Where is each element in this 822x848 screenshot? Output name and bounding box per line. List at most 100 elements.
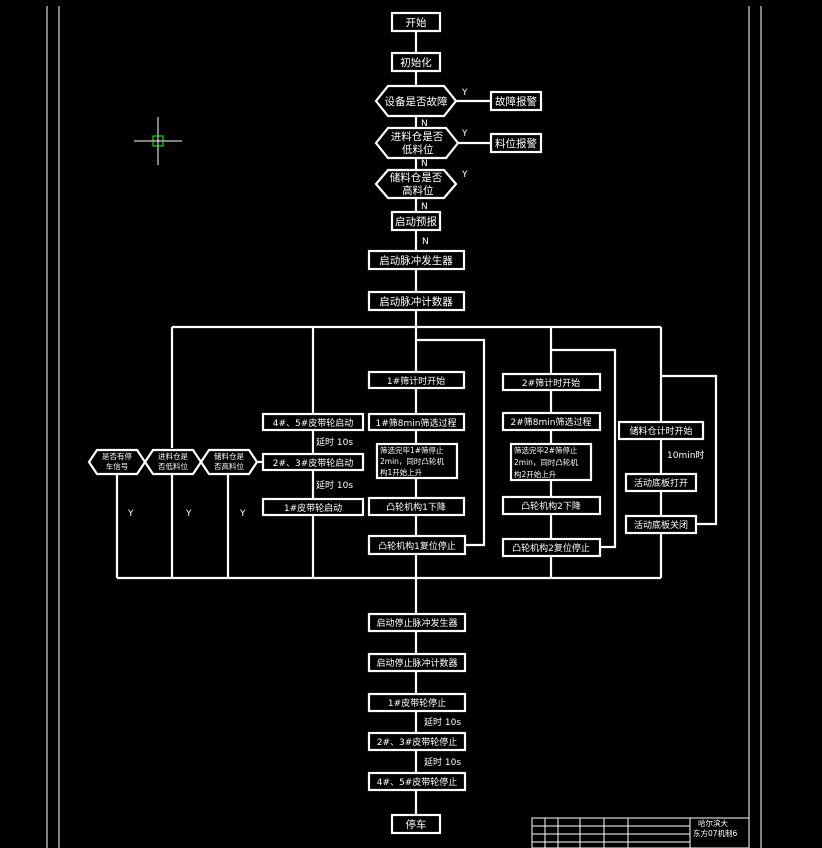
label-yes: Y [461, 88, 468, 98]
node-screen1-note: 筛选完毕1#筛停止 2min，同时凸轮机 构1开始上升 [375, 442, 459, 480]
decision-store-high-2: 储料仓是 否高料位 [199, 448, 259, 476]
node-belt1-stop: 1#皮带轮停止 [367, 692, 467, 713]
svg-text:料位报警: 料位报警 [495, 137, 537, 150]
label-delay: 延时 10s [424, 756, 461, 768]
label-delay: 延时 10s [316, 479, 353, 491]
title-block: 哈尔滨大 东方07机制6 [531, 817, 750, 848]
svg-text:构2开始上升: 构2开始上升 [514, 469, 557, 479]
edge-labels: Y N Y N Y N N 延时 10s 延时 10s 10min时 Y Y Y… [127, 88, 704, 768]
svg-text:故障报警: 故障报警 [495, 95, 537, 108]
node-belt23-start: 2#、3#皮带轮启动 [261, 452, 365, 472]
svg-text:储料仓是: 储料仓是 [214, 451, 244, 461]
node-screen2-timer: 2#筛计时开始 [501, 372, 602, 392]
svg-text:启动预报: 启动预报 [395, 215, 437, 228]
node-level-alarm: 料位报警 [489, 132, 543, 154]
decision-fault: 设备是否故障 [374, 84, 458, 118]
svg-text:2min，同时凸轮机: 2min，同时凸轮机 [514, 457, 578, 467]
label-yes: Y [239, 509, 246, 519]
title-line-1: 哈尔滨大 [698, 818, 728, 828]
svg-text:开始: 开始 [406, 16, 427, 29]
node-belt45-start: 4#、5#皮带轮启动 [261, 412, 365, 432]
crosshair-cursor-icon [134, 117, 182, 165]
decision-feed-low-2: 进料仓是 否低料位 [143, 448, 203, 476]
label-yes: Y [127, 509, 134, 519]
svg-text:1#筛计时开始: 1#筛计时开始 [387, 375, 445, 387]
decision-store-high: 储料仓是否 高料位 [374, 168, 458, 200]
label-no: N [421, 159, 428, 169]
label-ten-min: 10min时 [667, 449, 704, 461]
svg-text:停车: 停车 [406, 818, 427, 831]
svg-text:车信号: 车信号 [106, 461, 129, 471]
label-yes: Y [461, 129, 468, 139]
svg-text:初始化: 初始化 [400, 56, 432, 69]
svg-text:启动脉冲计数器: 启动脉冲计数器 [379, 295, 453, 308]
node-screen2-note: 筛选完毕2#筛停止 2min，同时凸轮机 构2开始上升 [509, 442, 593, 482]
svg-text:进料仓是: 进料仓是 [158, 451, 188, 461]
node-screen1-timer: 1#筛计时开始 [367, 370, 466, 390]
svg-text:设备是否故障: 设备是否故障 [385, 95, 448, 108]
node-start-pulse-counter: 启动脉冲计数器 [367, 290, 466, 312]
svg-text:筛选完毕1#筛停止: 筛选完毕1#筛停止 [380, 445, 444, 455]
decision-feed-low: 进料仓是否 低料位 [374, 126, 460, 160]
node-stop-pulse-generator: 启动停止脉冲发生器 [367, 612, 467, 633]
svg-text:启动脉冲发生器: 启动脉冲发生器 [379, 254, 453, 267]
svg-text:2min，同时凸轮机: 2min，同时凸轮机 [380, 456, 444, 466]
node-fault-alarm: 故障报警 [489, 90, 543, 112]
svg-text:凸轮机构1复位停止: 凸轮机构1复位停止 [378, 540, 456, 552]
node-belt45-stop: 4#、5#皮带轮停止 [367, 771, 467, 792]
svg-text:筛选完毕2#筛停止: 筛选完毕2#筛停止 [514, 445, 578, 455]
svg-text:凸轮机构1下降: 凸轮机构1下降 [386, 501, 446, 513]
svg-text:2#筛计时开始: 2#筛计时开始 [522, 377, 580, 389]
node-belt23-stop: 2#、3#皮带轮停止 [367, 731, 467, 752]
svg-text:储料仓计时开始: 储料仓计时开始 [629, 425, 692, 437]
connectors [89, 31, 718, 815]
node-gate-close: 活动底板关闭 [624, 514, 698, 535]
svg-text:凸轮机构2下降: 凸轮机构2下降 [521, 500, 581, 512]
node-belt1-start: 1#皮带轮启动 [261, 497, 365, 517]
svg-text:否高料位: 否高料位 [214, 461, 244, 471]
node-stop: 停车 [390, 813, 442, 835]
node-start: 开始 [390, 11, 442, 33]
svg-text:4#、5#皮带轮停止: 4#、5#皮带轮停止 [377, 776, 458, 788]
label-delay: 延时 10s [316, 436, 353, 448]
label-no: N [422, 237, 429, 247]
svg-text:4#、5#皮带轮启动: 4#、5#皮带轮启动 [273, 417, 354, 429]
svg-text:低料位: 低料位 [402, 143, 434, 156]
node-cam2-reset: 凸轮机构2复位停止 [501, 537, 602, 558]
svg-text:1#皮带轮停止: 1#皮带轮停止 [388, 697, 446, 709]
title-line-2: 东方07机制6 [693, 828, 738, 838]
svg-text:否低料位: 否低料位 [158, 461, 188, 471]
node-cam2-down: 凸轮机构2下降 [501, 495, 602, 516]
node-cam1-reset: 凸轮机构1复位停止 [367, 534, 467, 556]
label-no: N [421, 119, 428, 129]
label-yes: Y [461, 170, 468, 180]
svg-text:活动底板打开: 活动底板打开 [634, 477, 688, 489]
svg-text:储料仓是否: 储料仓是否 [390, 171, 443, 184]
node-start-warning: 启动预报 [390, 210, 442, 232]
label-no: N [421, 202, 428, 212]
label-yes: Y [185, 509, 192, 519]
node-start-pulse-generator: 启动脉冲发生器 [367, 249, 466, 271]
decision-stop-signal: 是否有停 车信号 [87, 448, 147, 476]
svg-text:启动停止脉冲发生器: 启动停止脉冲发生器 [376, 617, 457, 629]
svg-text:2#、3#皮带轮停止: 2#、3#皮带轮停止 [377, 736, 458, 748]
svg-text:进料仓是否: 进料仓是否 [391, 130, 444, 143]
svg-text:构1开始上升: 构1开始上升 [380, 467, 423, 477]
drawing-frame [46, 6, 762, 848]
node-cam1-down: 凸轮机构1下降 [367, 496, 466, 517]
node-screen1-process: 1#筛8min筛选过程 [367, 412, 466, 432]
svg-text:是否有停: 是否有停 [102, 451, 132, 461]
svg-text:2#筛8min筛选过程: 2#筛8min筛选过程 [511, 416, 592, 428]
node-gate-open: 活动底板打开 [624, 472, 698, 493]
svg-text:活动底板关闭: 活动底板关闭 [634, 519, 688, 531]
node-init: 初始化 [390, 51, 442, 73]
flow-nodes: 开始 初始化 设备是否故障 故障报警 进料仓是否 低料位 料位报警 储料仓是否 … [87, 11, 705, 835]
node-screen2-process: 2#筛8min筛选过程 [501, 411, 602, 432]
svg-text:2#、3#皮带轮启动: 2#、3#皮带轮启动 [273, 457, 354, 469]
node-store-timer: 储料仓计时开始 [617, 420, 705, 441]
svg-text:1#筛8min筛选过程: 1#筛8min筛选过程 [376, 417, 457, 429]
node-stop-pulse-counter: 启动停止脉冲计数器 [367, 652, 467, 673]
svg-text:凸轮机构2复位停止: 凸轮机构2复位停止 [512, 542, 590, 554]
svg-text:1#皮带轮启动: 1#皮带轮启动 [284, 502, 342, 514]
